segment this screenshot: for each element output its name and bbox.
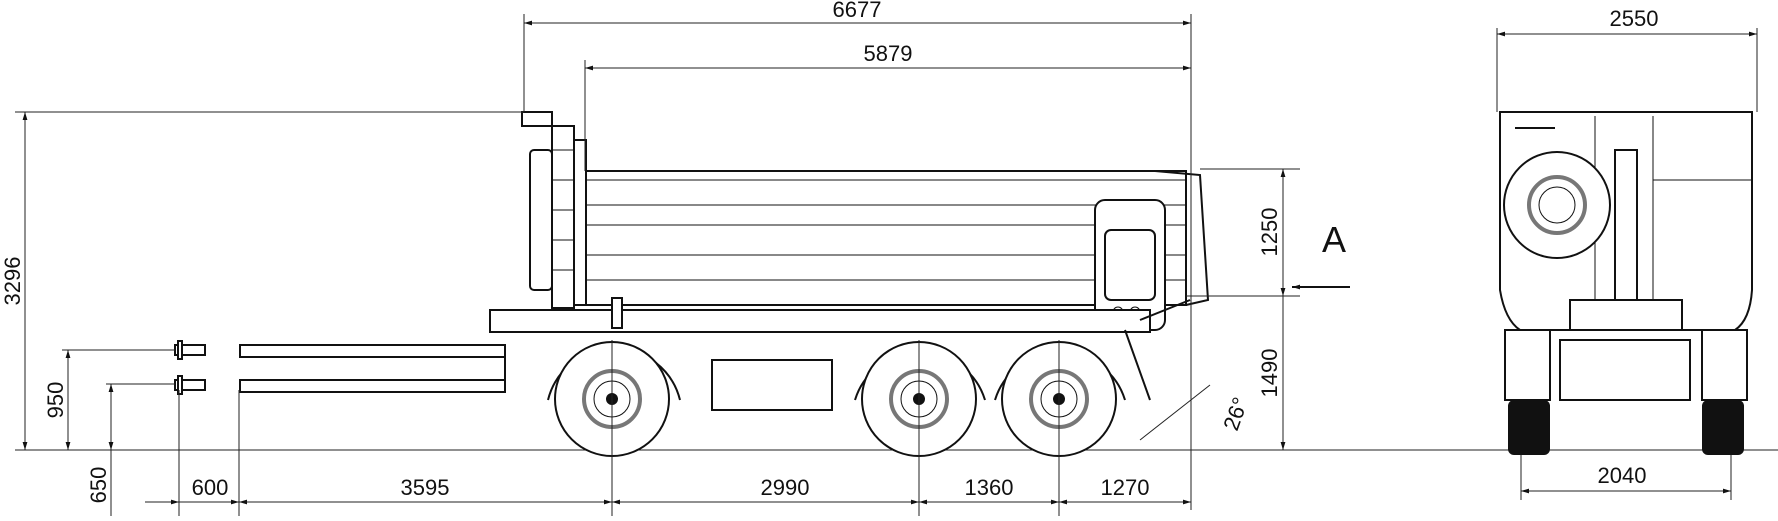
wheel-axle-2 [854, 341, 986, 457]
dim-axle1-to-axle2: 2990 [761, 475, 810, 500]
dim-platform-height: 1490 [1257, 349, 1282, 398]
dim-overall-height: 3296 [0, 257, 25, 306]
tipper-body [585, 170, 1210, 331]
dim-overall-length: 6677 [833, 0, 882, 22]
drawbar-lower [174, 345, 506, 395]
dim-drawbar-eye-offset: 600 [192, 475, 229, 500]
drawbar-upper [174, 340, 506, 360]
rear-right-tire [1702, 400, 1744, 455]
dim-rear-overhang: 1270 [1101, 475, 1150, 500]
dim-axle2-to-axle3: 1360 [965, 475, 1014, 500]
dim-drawbar-height-lower: 650 [86, 467, 111, 504]
dim-body-height: 1250 [1257, 208, 1282, 257]
dim-overall-width: 2550 [1610, 6, 1659, 31]
dim-tipping-angle: 26° [1218, 394, 1253, 434]
dim-drawbar-to-axle1: 3595 [401, 475, 450, 500]
rear-dimensions: 2550 2040 [1496, 6, 1758, 500]
dim-track-width: 2040 [1598, 463, 1647, 488]
wheel-axle-3 [994, 341, 1126, 457]
spare-wheel [1503, 151, 1611, 259]
dim-drawbar-height-upper: 950 [43, 382, 68, 419]
side-view [174, 111, 1210, 457]
rear-left-tire [1508, 400, 1550, 455]
chassis-frame [489, 297, 1191, 411]
side-dimensions: 6677 5879 3296 1250 1490 A 26° 950 650 [0, 0, 1350, 516]
rear-view [1499, 111, 1753, 455]
view-marker-a: A [1322, 219, 1346, 260]
front-ladder [521, 111, 587, 309]
wheel-axle-1 [547, 341, 681, 457]
dim-body-length: 5879 [864, 41, 913, 66]
